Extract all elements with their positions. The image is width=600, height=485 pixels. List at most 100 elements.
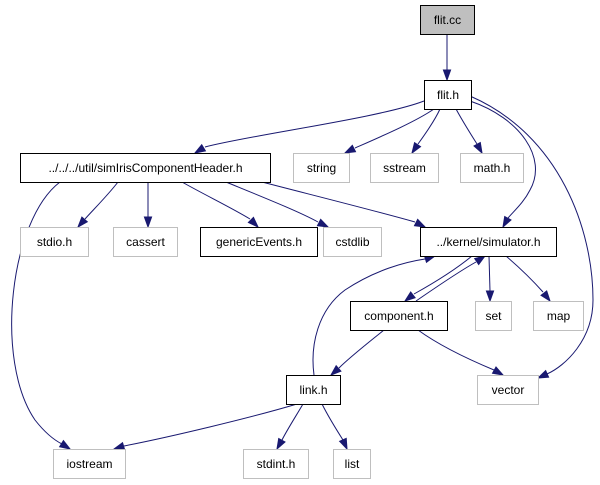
- edge-flit_h-to-sstream: [411, 108, 441, 155]
- arrow-head: [413, 218, 427, 228]
- arrow-head: [338, 437, 348, 451]
- arrow-head: [247, 216, 260, 229]
- node-label: ../../../util/simIrisComponentHeader.h: [48, 161, 242, 175]
- node-box: [20, 153, 271, 183]
- node-label: ../kernel/simulator.h: [436, 235, 540, 249]
- edge-component-to-link_h: [329, 329, 385, 376]
- node-math-h[interactable]: math.h: [460, 153, 524, 183]
- edge-simiris-to-stdio_h: [77, 181, 119, 229]
- edge-line: [469, 95, 594, 375]
- node-set[interactable]: set: [475, 301, 512, 331]
- edge-link_h-to-simulator: [312, 254, 437, 376]
- node-box: [424, 80, 472, 110]
- edge-line: [181, 181, 251, 220]
- node-cassert[interactable]: cassert: [113, 227, 178, 257]
- node-box: [460, 153, 524, 183]
- edge-line: [281, 403, 304, 441]
- edge-link_h-to-iostream: [112, 403, 298, 451]
- arrow-head: [193, 143, 207, 154]
- node-list[interactable]: list: [333, 449, 371, 479]
- arrow-head: [473, 141, 483, 155]
- arrow-head: [276, 437, 286, 451]
- node-iostream[interactable]: iostream: [53, 449, 126, 479]
- edge-flit_h-to-vector: [469, 95, 594, 379]
- node-simulator[interactable]: ../kernel/simulator.h: [420, 227, 557, 257]
- node-label: vector: [492, 383, 525, 397]
- edge-component-to-simulator: [415, 255, 487, 302]
- node-box: [286, 375, 341, 405]
- arrow-head: [329, 364, 342, 376]
- node-cstdlib[interactable]: cstdlib: [323, 227, 382, 257]
- edge-line: [505, 255, 544, 293]
- edge-link_h-to-list: [321, 403, 348, 451]
- edge-line: [312, 258, 426, 376]
- node-simiris[interactable]: ../../../util/simIrisComponentHeader.h: [20, 153, 271, 183]
- node-label: iostream: [66, 457, 112, 471]
- edge-simiris-to-genericEvents: [181, 181, 260, 229]
- arrow-head: [143, 216, 153, 229]
- node-label: link.h: [299, 383, 327, 397]
- edge-line: [417, 108, 441, 145]
- node-label: sstream: [383, 161, 426, 175]
- arrow-head: [58, 439, 72, 450]
- node-sstream[interactable]: sstream: [370, 153, 439, 183]
- edge-line: [354, 108, 435, 149]
- edge-flit_h-to-simulator: [469, 100, 536, 229]
- node-map[interactable]: map: [533, 301, 584, 331]
- node-box: [350, 301, 448, 331]
- node-label: cstdlib: [335, 235, 369, 249]
- arrow-head: [112, 441, 126, 451]
- node-stdio-h[interactable]: stdio.h: [20, 227, 89, 257]
- arrow-head: [77, 216, 89, 229]
- node-label: math.h: [474, 161, 511, 175]
- arrow-head: [536, 369, 550, 379]
- node-box: [333, 449, 371, 479]
- arrow-head: [343, 144, 357, 154]
- node-link-h[interactable]: link.h: [286, 375, 341, 405]
- node-label: component.h: [364, 309, 433, 323]
- arrow-head: [502, 215, 512, 229]
- node-label: list: [345, 457, 360, 471]
- arrow-head: [411, 141, 422, 155]
- edge-simiris-to-simulator: [261, 181, 427, 228]
- arrow-head: [442, 69, 452, 82]
- arrow-head: [316, 218, 330, 228]
- node-box: [420, 5, 475, 35]
- node-vector[interactable]: vector: [477, 375, 539, 405]
- arrow-head: [540, 290, 551, 303]
- node-genericEvents[interactable]: genericEvents.h: [200, 227, 318, 257]
- edges-layer: [11, 34, 594, 451]
- edge-line: [338, 329, 385, 369]
- node-box: [20, 227, 89, 257]
- edge-line: [455, 108, 478, 145]
- node-label: map: [547, 309, 571, 323]
- node-box: [475, 301, 512, 331]
- node-label: flit.h: [437, 88, 459, 102]
- arrow-head: [485, 290, 495, 303]
- node-box: [113, 227, 178, 257]
- edge-line: [321, 403, 344, 441]
- node-box: [53, 449, 126, 479]
- edge-flit_cc-to-flit_h: [442, 34, 452, 82]
- node-box: [477, 375, 539, 405]
- edge-line: [488, 255, 491, 292]
- node-label: stdint.h: [257, 457, 296, 471]
- node-box: [533, 301, 584, 331]
- edge-simulator-to-component: [403, 255, 473, 302]
- node-box: [200, 227, 318, 257]
- edge-simiris-to-cstdlib: [225, 181, 330, 228]
- edge-simulator-to-set: [485, 255, 495, 303]
- node-flit-cc[interactable]: flit.cc: [420, 5, 475, 35]
- node-stdint-h[interactable]: stdint.h: [243, 449, 309, 479]
- node-component[interactable]: component.h: [350, 301, 448, 331]
- edge-line: [469, 100, 536, 219]
- node-label: stdio.h: [37, 235, 72, 249]
- edge-line: [204, 100, 425, 148]
- node-label: cassert: [126, 235, 165, 249]
- edge-flit_h-to-simiris: [193, 100, 425, 154]
- node-box: [420, 227, 557, 257]
- arrow-head: [491, 366, 505, 376]
- node-string[interactable]: string: [293, 153, 350, 183]
- node-flit-h[interactable]: flit.h: [424, 80, 472, 110]
